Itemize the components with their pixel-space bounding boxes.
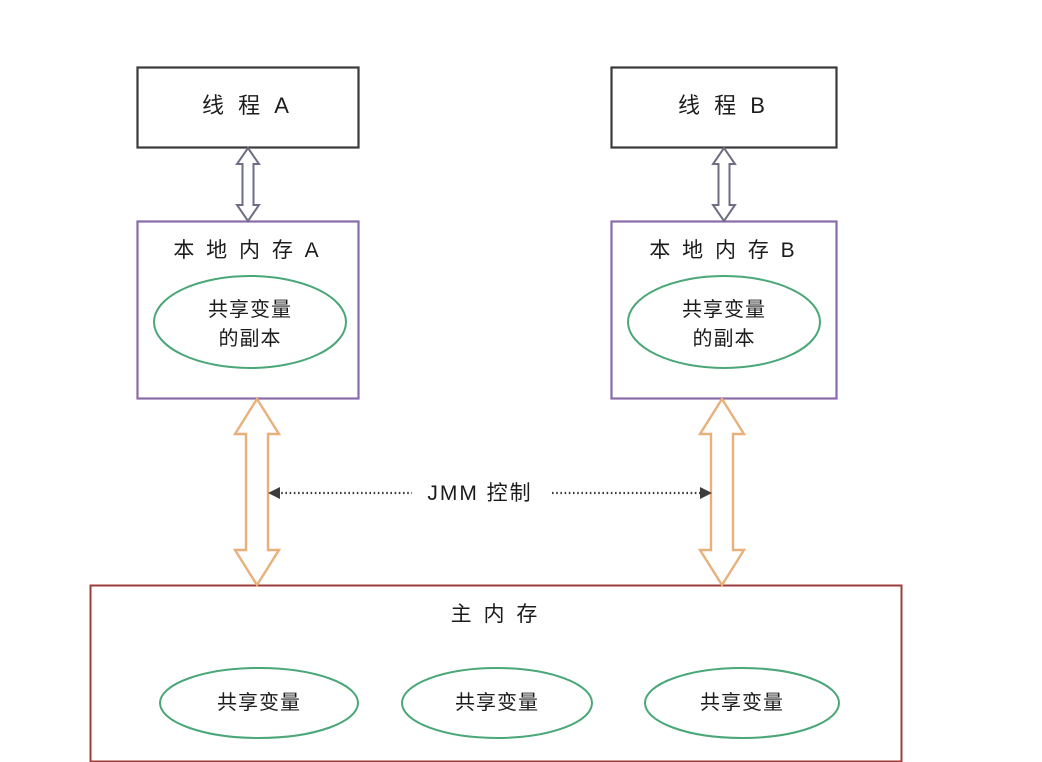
local-memory-b-variable-ellipse xyxy=(627,275,821,369)
jmm-control-right-arrowhead xyxy=(700,487,712,499)
local-memory-a-variable-ellipse xyxy=(153,275,347,369)
main-memory-variable-ellipse-2 xyxy=(401,667,593,739)
main-memory-variable-ellipse-1 xyxy=(159,667,359,739)
local-memory-a-to-main-memory-arrow xyxy=(232,396,282,588)
local-memory-b-to-main-memory-arrow xyxy=(697,396,747,588)
jmm-control-left-arrowhead xyxy=(268,487,280,499)
thread-a-box xyxy=(136,66,360,149)
thread-b-box xyxy=(610,66,838,149)
thread-a-to-local-memory-a-arrow xyxy=(235,146,261,223)
thread-b-to-local-memory-b-arrow xyxy=(711,146,737,223)
main-memory-variable-ellipse-3 xyxy=(644,667,840,739)
